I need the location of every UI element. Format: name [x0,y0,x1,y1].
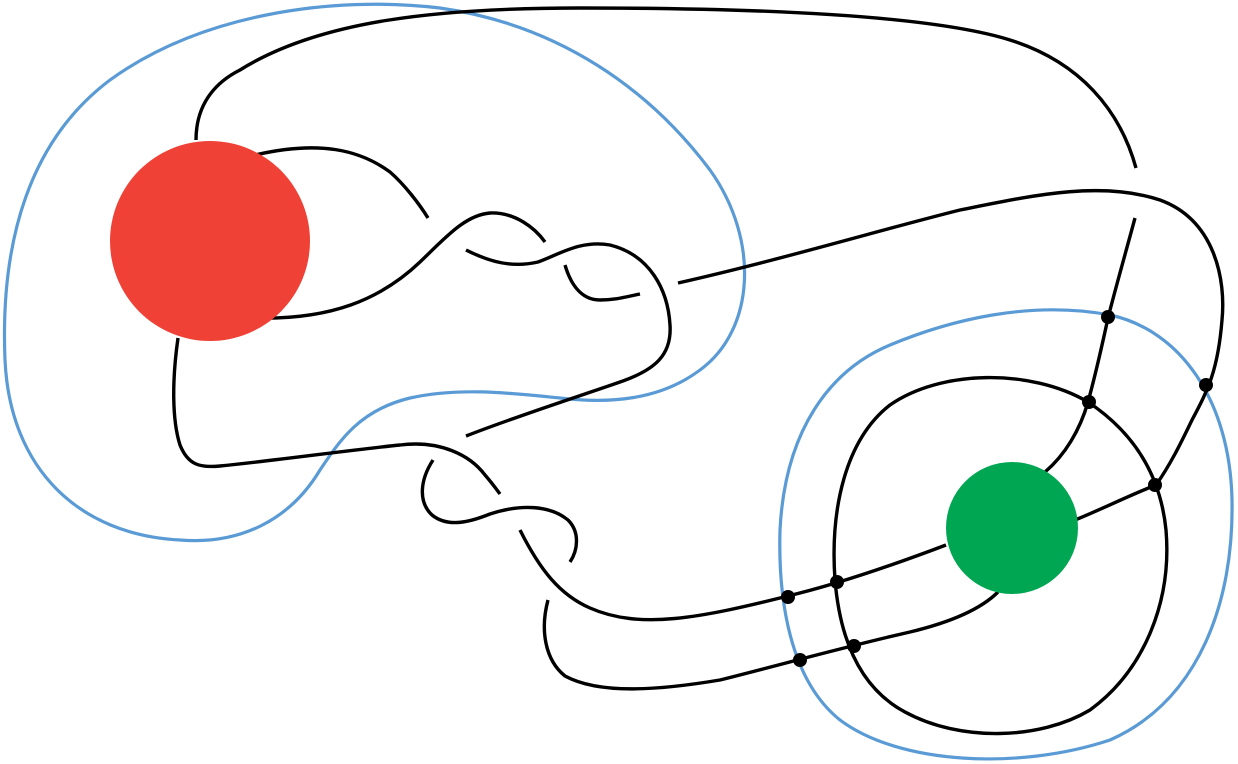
vertex [793,653,807,667]
strand-middle-wiggle [465,242,672,438]
strand-long-diagonal [677,188,1225,486]
strand-bottom-outer [542,590,1000,691]
red-disk [110,141,310,341]
vertex [781,590,795,604]
blue-loop-right [778,308,1234,761]
vertex [1082,395,1096,409]
vertex [847,639,861,653]
strand-small-loop [563,264,641,302]
green-disk [946,462,1078,594]
strand-inner-circle [832,375,1169,736]
strand-red-lower-wiggle [254,211,547,320]
vertex [1148,478,1162,492]
blue-loop-left [2,2,747,543]
strand-bottom-curve [518,529,947,622]
strand-top-arc [194,6,1138,169]
vertex [830,575,844,589]
strand-green-right [1074,483,1157,522]
strand-left-bottom [172,337,502,496]
vertices [781,310,1213,667]
vertex [1101,310,1115,324]
strands [172,6,1225,736]
vertex [1199,378,1213,392]
strand-red-upper [254,146,430,219]
strand-right-vertical [1043,217,1137,474]
strand-lower-loop [420,459,579,563]
